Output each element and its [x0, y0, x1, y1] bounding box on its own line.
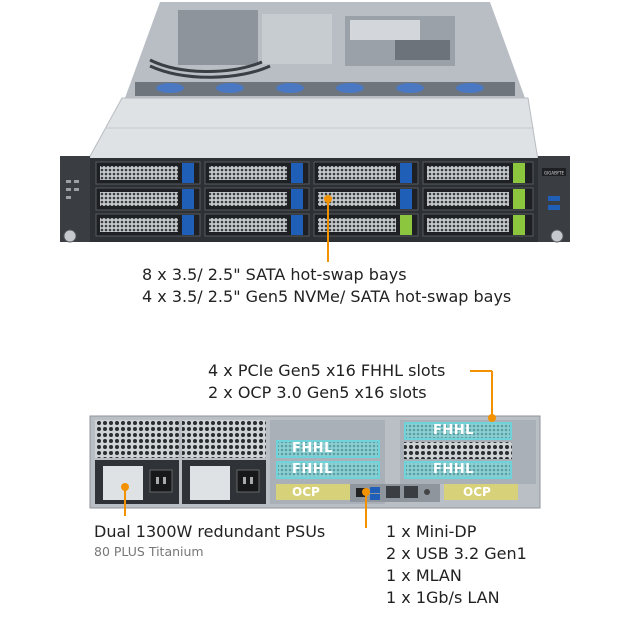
usb-port-1 — [370, 487, 380, 493]
ocp-slot-left — [276, 484, 350, 500]
drive-bay — [204, 213, 310, 237]
drive-bay — [95, 161, 201, 185]
fhhl-label-left-top: FHHL — [292, 441, 333, 456]
drive-bay — [204, 161, 310, 185]
pcie-callout-line-2: 2 x OCP 3.0 Gen5 x16 slots — [208, 383, 427, 402]
io-callout — [362, 488, 370, 528]
chassis-lid — [87, 97, 539, 161]
drive-bay-nvme — [422, 161, 534, 185]
io-line-1: 1 x Mini-DP — [386, 522, 477, 541]
pcie-callout — [470, 370, 496, 422]
psu-2-power-socket — [236, 469, 260, 493]
rear-server-illustration — [89, 415, 541, 509]
drive-bay-nvme — [422, 187, 534, 211]
drive-bay — [313, 187, 419, 211]
fhhl-label-right-bottom: FHHL — [433, 462, 474, 477]
right-thumbscrew — [550, 229, 564, 243]
front-callout-line-2: 4 x 3.5/ 2.5" Gen5 NVMe/ SATA hot-swap b… — [142, 287, 512, 306]
psu-1-power-socket — [149, 469, 173, 493]
drive-bay — [313, 161, 419, 185]
usb-port-2 — [370, 494, 380, 500]
drive-bay — [95, 213, 201, 237]
io-line-2: 2 x USB 3.2 Gen1 — [386, 544, 527, 563]
fhhl-label-right-top: FHHL — [433, 423, 474, 438]
lan-port — [404, 486, 418, 498]
drive-bay — [204, 187, 310, 211]
drive-bay-nvme — [313, 213, 419, 237]
brand-badge — [542, 168, 566, 176]
front-usb-port-2 — [548, 205, 560, 210]
drive-bay-grid — [95, 161, 534, 237]
brand-badge-text: GIGABYTE — [544, 171, 565, 176]
io-line-3: 1 x MLAN — [386, 566, 462, 585]
left-rack-ear — [60, 156, 90, 242]
mini-dp-port — [356, 488, 366, 497]
ocp-label-right: OCP — [463, 485, 491, 499]
internal-bay-left — [178, 10, 258, 65]
mlan-port — [386, 486, 400, 498]
pcie-callout-line-1: 4 x PCIe Gen5 x16 FHHL slots — [208, 361, 446, 380]
psu-subtitle: 80 PLUS Titanium — [94, 544, 204, 559]
ocp-label-left: OCP — [292, 485, 320, 499]
ocp-slot-right — [444, 484, 518, 500]
psu-title: Dual 1300W redundant PSUs — [94, 522, 326, 541]
left-thumbscrew — [63, 229, 77, 243]
psu-2-vent — [182, 420, 266, 458]
io-line-4: 1 x 1Gb/s LAN — [386, 588, 500, 607]
psu-1-vent — [95, 420, 179, 458]
pcie-callout-dot — [488, 414, 496, 422]
drive-bay-nvme — [422, 213, 534, 237]
front-callout-line-1: 8 x 3.5/ 2.5" SATA hot-swap bays — [142, 265, 407, 284]
internal-bay-middle — [262, 14, 332, 64]
fhhl-label-left-bottom: FHHL — [292, 462, 333, 477]
psu-callout — [121, 483, 129, 516]
front-usb-port-1 — [548, 196, 560, 201]
drive-bay — [95, 187, 201, 211]
